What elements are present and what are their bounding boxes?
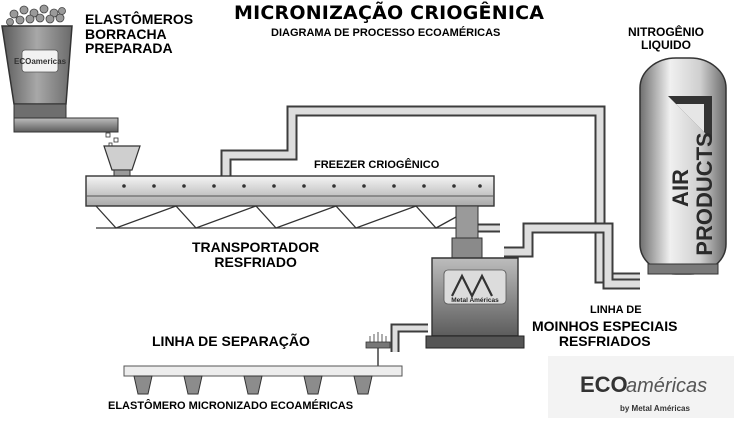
tank-brand-line1: AIR [668,169,693,207]
label-elastomeros-line3: PREPARADA [85,40,173,57]
nitrogen-tank: AIR PRODUCTS [639,57,727,275]
label-transportador-line2: RESFRIADO [214,253,297,270]
falling-pieces-icon [105,132,119,147]
granules-icon [6,4,66,26]
separation-line [123,332,403,395]
page-title: MICRONIZAÇÃO CRIOGÊNICA [234,2,545,24]
label-nitrogenio-line2: LIQUIDO [641,37,691,52]
label-separacao: LINHA DE SEPARAÇÃO [152,333,310,349]
label-elastomeros: ELASTÔMEROS BORRACHA PREPARADA [85,12,193,56]
label-transportador-line1: TRANSPORTADOR [192,239,320,255]
page-subtitle: DIAGRAMA DE PROCESSO ECOAMÉRICAS [271,27,501,39]
tank-brand-line2: PRODUCTS [692,132,717,255]
label-nitrogenio-line1: NITROGÊNIO [628,25,705,39]
label-elastomeros-line1: ELASTÔMEROS [85,11,194,27]
label-moinhos-line1: MOINHOS ESPECIAIS [532,318,678,334]
support-truss [95,205,477,229]
separation-supports [133,375,373,395]
pipe-separation [390,323,428,352]
label-transportador: TRANSPORTADOR RESFRIADO [192,240,319,269]
ecoamericas-logo: ECO américas by Metal Américas [548,356,734,418]
cryogenic-freezer [85,145,495,241]
tank-logo-icon [668,96,712,140]
label-elastomeros-line2: BORRACHA [85,25,167,42]
hopper-brand-text: ECOamericas [14,57,67,66]
mill-logo-icon [451,273,493,299]
label-linha-de: LINHA DE [590,304,642,316]
label-freezer: FREEZER CRIOGÊNICO [314,159,440,171]
mill-brand-text: Metal Américas [451,297,499,304]
footer-logo-americas: américas [626,375,707,397]
footer-logo-eco: ECO [580,372,628,397]
inlet-funnel [103,145,141,171]
nozzle-dots [122,184,482,188]
cryogenic-mill: Metal Américas [425,237,525,349]
label-moinhos: MOINHOS ESPECIAIS RESFRIADOS [532,319,677,348]
label-moinhos-line2: RESFRIADOS [558,332,651,349]
footer-logo-by: by Metal Américas [620,404,691,413]
label-micronizado: ELASTÔMERO MICRONIZADO ECOAMÉRICAS [108,400,354,412]
raw-material-hopper: ECOamericas [1,4,119,147]
label-nitrogenio: NITROGÊNIO LIQUIDO [628,26,704,51]
spray-icon [369,332,387,342]
